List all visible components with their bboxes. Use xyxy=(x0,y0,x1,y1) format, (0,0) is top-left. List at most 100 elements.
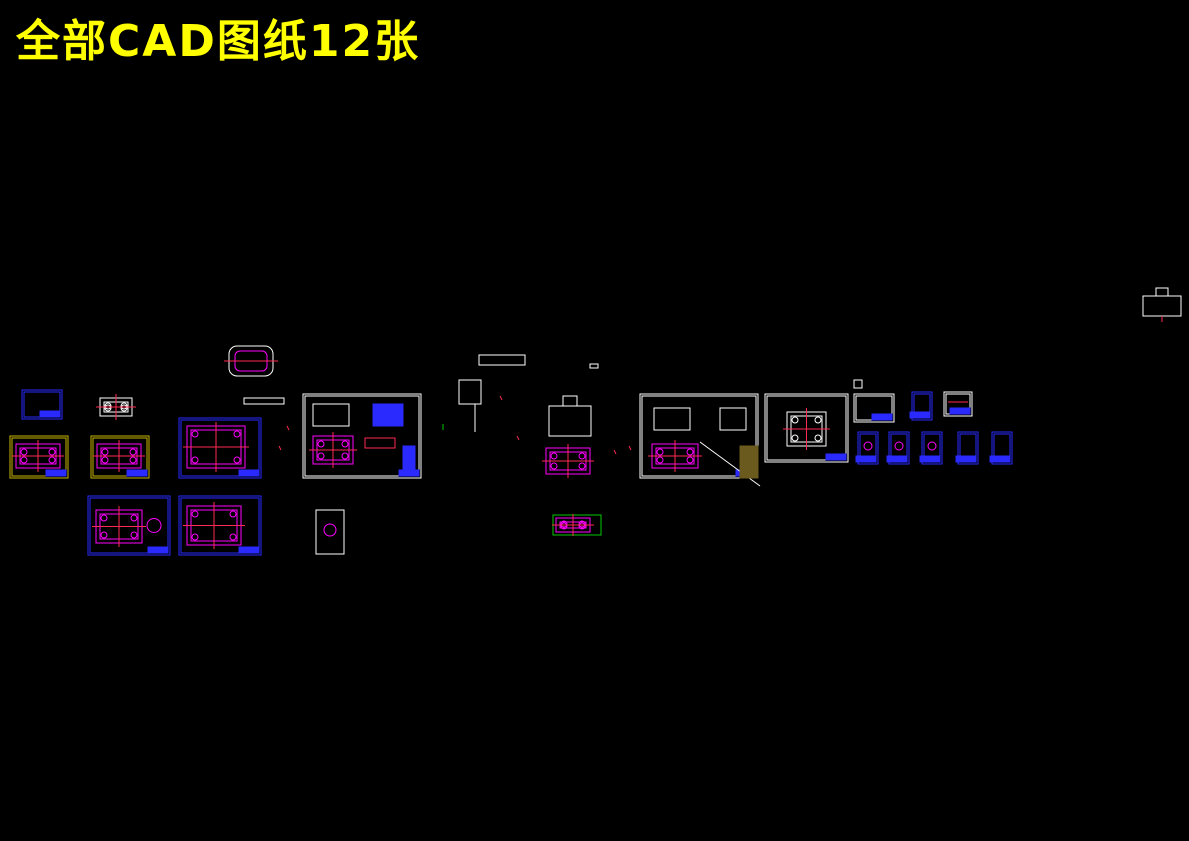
drawing-sheet-part-a xyxy=(909,391,933,421)
die-lower-hole xyxy=(578,462,586,470)
assembly-2-plate-hole xyxy=(686,456,694,464)
plate-4-hole xyxy=(130,514,138,522)
drawing-far-right-assembly xyxy=(1142,287,1182,322)
drawing-sheet-assembly-1 xyxy=(302,393,422,479)
drawing-sheet-2 xyxy=(90,435,150,479)
assembly-2-plate-hole xyxy=(656,456,664,464)
drawing-marker-box xyxy=(853,379,863,389)
assembly-2-leader xyxy=(699,441,761,487)
drawing-sheet-detail-4-title-block xyxy=(955,455,977,463)
drawing-strip-a xyxy=(243,397,285,405)
drawing-sheet-4-frame xyxy=(87,495,171,556)
assembly-1-plate-hole xyxy=(317,440,325,448)
drawing-sheet-detail-1-title-block xyxy=(855,455,877,463)
plate-2-hole xyxy=(101,456,109,464)
drawing-sheet-3 xyxy=(178,417,262,479)
die-lower-hole xyxy=(578,452,586,460)
drawing-sheet-assembly-2-border xyxy=(641,395,757,477)
plate-4-round xyxy=(146,518,162,533)
strip-part xyxy=(552,514,594,536)
drawing-sheet-part-b-title-block xyxy=(949,407,971,415)
drawing-sheet-detail-5-title-block xyxy=(989,455,1011,463)
drawing-sheet-blank-b-title-block xyxy=(871,413,893,421)
drawing-sheet-1-frame xyxy=(9,435,69,479)
drawing-sheet-detail-4 xyxy=(955,431,979,465)
drawing-sheet-plan-title-block xyxy=(825,453,847,461)
drawing-sheet-1-border xyxy=(11,437,67,477)
plate-3-hole xyxy=(233,430,241,438)
page-title: 全部CAD图纸12张 xyxy=(16,16,421,67)
drawing-sheet-4-border xyxy=(89,497,169,554)
assembly-2-plate-hole xyxy=(656,448,664,456)
drawing-marker-red xyxy=(516,435,520,441)
drawing-sheet-detail-2-title-block xyxy=(886,455,908,463)
plan-plate-hole xyxy=(814,434,822,442)
drawing-punch-column xyxy=(458,354,526,432)
plate-1-hole xyxy=(20,456,28,464)
strip-part-hole xyxy=(560,522,568,530)
drawing-sheet-detail-2 xyxy=(886,431,910,465)
assembly-2-view-b xyxy=(719,407,747,431)
die-shank xyxy=(562,395,578,407)
drawing-sheet-5-frame xyxy=(178,495,262,556)
plate-3-hole xyxy=(233,456,241,464)
assembly-1-view-top xyxy=(312,403,350,427)
plate-5-hole xyxy=(229,510,237,518)
drawing-sheet-blank-a-title-block xyxy=(39,410,61,418)
plate-4 xyxy=(92,506,146,547)
drawing-sheet-blank-b xyxy=(853,393,895,423)
drawing-sheet-detail-1 xyxy=(855,431,879,465)
plate-5-hole xyxy=(191,510,199,518)
strip-part-hole xyxy=(578,522,586,530)
punch-body xyxy=(458,379,482,405)
assembly-2-plate xyxy=(648,440,702,472)
plate-1 xyxy=(12,440,64,472)
drawing-marker-red xyxy=(286,425,290,431)
assembly-1-view-side xyxy=(372,403,404,427)
drawing-sheet-detail-3 xyxy=(919,431,943,465)
detail-3-part xyxy=(927,441,937,451)
plate-4-hole xyxy=(130,531,138,539)
drawing-sheet-3-frame xyxy=(178,417,262,479)
drawing-sheet-detail-1-frame xyxy=(857,431,879,465)
drawing-part-rounded xyxy=(224,345,278,377)
die-upper xyxy=(548,405,592,437)
plate-1-hole xyxy=(48,456,56,464)
assembly-1-detail xyxy=(364,437,396,449)
drawing-sheet-2-title-block xyxy=(126,469,148,477)
plan-plate-hole xyxy=(791,434,799,442)
drawing-sheet-part-b xyxy=(943,391,973,417)
plate-small-hole xyxy=(104,402,112,410)
drawing-sheet-part-a-title-block xyxy=(909,411,931,419)
drawing-sheet-1-title-block xyxy=(45,469,67,477)
drawing-sheet-assembly-2-frame xyxy=(639,393,759,479)
drawing-strip-layout xyxy=(552,514,602,536)
drawing-sheet-3-border xyxy=(180,419,260,477)
plate-2-hole xyxy=(129,448,137,456)
drawing-marker-small xyxy=(589,363,599,369)
far-right-body xyxy=(1142,295,1182,317)
plate-5 xyxy=(183,502,245,549)
drawing-sheet-assembly-1-frame xyxy=(302,393,422,479)
plate-small xyxy=(96,394,136,420)
die-lower xyxy=(542,444,594,478)
drawing-sheet-4 xyxy=(87,495,171,556)
drawing-sheet-detail-3-title-block xyxy=(919,455,941,463)
drawing-marker-red xyxy=(499,395,503,401)
drawing-sheet-part-b-frame xyxy=(943,391,973,417)
drawing-sheet-5-title-block xyxy=(238,546,260,554)
drawing-hatch-block xyxy=(739,445,759,479)
drawing-sheet-plan xyxy=(764,393,849,463)
plan-plate-hole xyxy=(791,416,799,424)
drawing-marker-red xyxy=(628,445,632,451)
drawing-sheet-assembly-2 xyxy=(639,393,761,487)
drawing-sheet-4-title-block xyxy=(147,546,169,554)
detail-2-part xyxy=(894,441,904,451)
drawing-sheet-blank-a-frame xyxy=(21,389,63,420)
drawing-marker-red xyxy=(613,449,617,455)
drawing-sheet-vertical xyxy=(315,509,345,555)
plate-small-hole xyxy=(120,402,128,410)
drawing-sheet-5-border xyxy=(180,497,260,554)
drawing-sheet-detail-2-frame xyxy=(888,431,910,465)
